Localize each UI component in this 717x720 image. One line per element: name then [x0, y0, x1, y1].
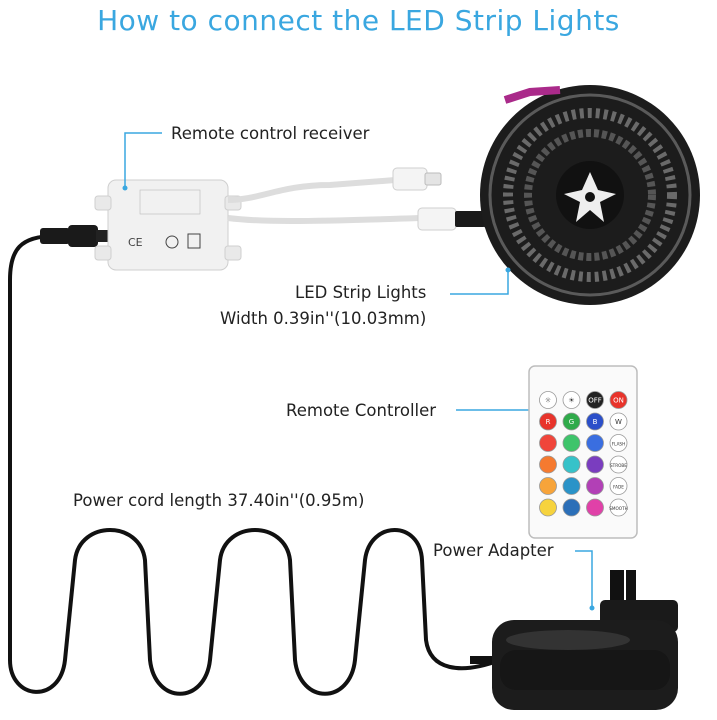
remote-button-label: ☀ — [568, 397, 574, 405]
remote-button-label: OFF — [588, 397, 602, 405]
remote-button-label: B — [593, 418, 598, 426]
remote-button — [586, 498, 604, 517]
receiver-box: CE — [94, 179, 242, 271]
remote-button — [609, 434, 628, 452]
remote-button — [539, 477, 557, 495]
label-power-cord-length: Power cord length 37.40in''(0.95m) — [73, 491, 365, 510]
remote-button-label: FADE — [613, 485, 624, 490]
remote-button — [586, 455, 604, 474]
remote-button — [539, 391, 557, 409]
remote-button — [539, 434, 557, 452]
remote-button — [539, 455, 557, 474]
remote-button — [609, 477, 628, 495]
remote-body — [528, 365, 638, 539]
receiver-connector — [392, 167, 428, 191]
remote-button — [562, 391, 581, 409]
dc-plug — [40, 225, 108, 247]
remote-button — [562, 434, 581, 452]
leader-lines — [124, 132, 593, 608]
remote-button — [539, 412, 557, 431]
remote-button-label: G — [569, 418, 574, 426]
remote-button — [586, 477, 604, 495]
remote-button — [562, 498, 581, 517]
remote-button-label: W — [615, 418, 622, 426]
remote-button — [586, 391, 604, 409]
label-remote-controller: Remote Controller — [286, 401, 437, 420]
svg-text:CE: CE — [128, 236, 143, 249]
remote-button — [562, 477, 581, 495]
remote-button — [562, 412, 581, 431]
remote-button — [609, 498, 628, 517]
remote-button — [586, 434, 604, 452]
remote-button — [586, 412, 604, 431]
strip-connector — [417, 207, 457, 231]
remote-button-label: STROBE — [610, 463, 627, 468]
remote-button-label: ON — [613, 397, 624, 405]
remote-button-label: SMOOTH — [609, 506, 628, 511]
power-adapter-icon — [470, 570, 678, 710]
page-title: How to connect the LED Strip Lights — [97, 4, 620, 37]
remote-button — [539, 498, 557, 517]
label-strip-width: Width 0.39in''(10.03mm) — [220, 309, 427, 328]
led-reel-icon — [480, 85, 700, 305]
receiver-wire-top — [227, 177, 396, 203]
remote-button-label: FLASH — [612, 442, 626, 447]
remote-button-label: R — [546, 418, 551, 426]
label-remote-control-receiver: Remote control receiver — [171, 124, 370, 143]
receiver-wire-bottom — [227, 215, 421, 224]
remote-button — [562, 455, 581, 474]
power-cord — [8, 234, 502, 696]
remote-button-label: ☼ — [545, 397, 551, 405]
remote-button — [609, 412, 628, 431]
remote-buttons: ☼ ☀ OFF ON R G B W FLASH STROBE FADE SMOOTH — [539, 391, 628, 517]
remote-button — [609, 391, 628, 409]
remote-button — [609, 455, 628, 474]
label-power-adapter: Power Adapter — [433, 541, 554, 560]
label-led-strip-lights: LED Strip Lights — [295, 283, 427, 302]
